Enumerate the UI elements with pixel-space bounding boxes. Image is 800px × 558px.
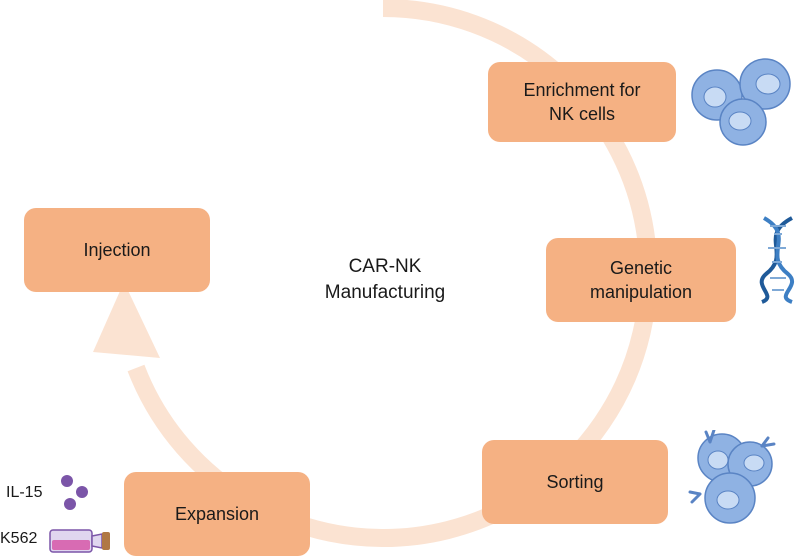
step-injection-box: Injection bbox=[24, 208, 210, 292]
step-expansion-label: Expansion bbox=[174, 503, 260, 524]
antibody-cells-icon bbox=[688, 430, 776, 524]
k562-label: K562 bbox=[0, 530, 38, 547]
step-genetic-manipulation-box: Genetic manipulation bbox=[546, 238, 736, 322]
step-enrichment-label: Enrichment for NK cells bbox=[523, 79, 641, 124]
dna-helix-icon bbox=[759, 216, 795, 304]
step-sorting-label: Sorting bbox=[546, 471, 604, 492]
center-title: CAR-NK Manufacturing bbox=[324, 256, 446, 304]
step-injection-label: Injection bbox=[83, 239, 151, 260]
il15-molecules-icon bbox=[61, 475, 88, 510]
step-enrichment-box: Enrichment for NK cells bbox=[488, 62, 676, 142]
il15-label: IL-15 bbox=[6, 484, 43, 501]
culture-flask-icon bbox=[49, 529, 110, 553]
step-sorting-box: Sorting bbox=[482, 440, 668, 524]
step-genetic-manipulation-label: Genetic manipulation bbox=[589, 257, 693, 302]
step-expansion-box: Expansion bbox=[124, 472, 310, 556]
nk-cells-icon bbox=[691, 58, 791, 146]
